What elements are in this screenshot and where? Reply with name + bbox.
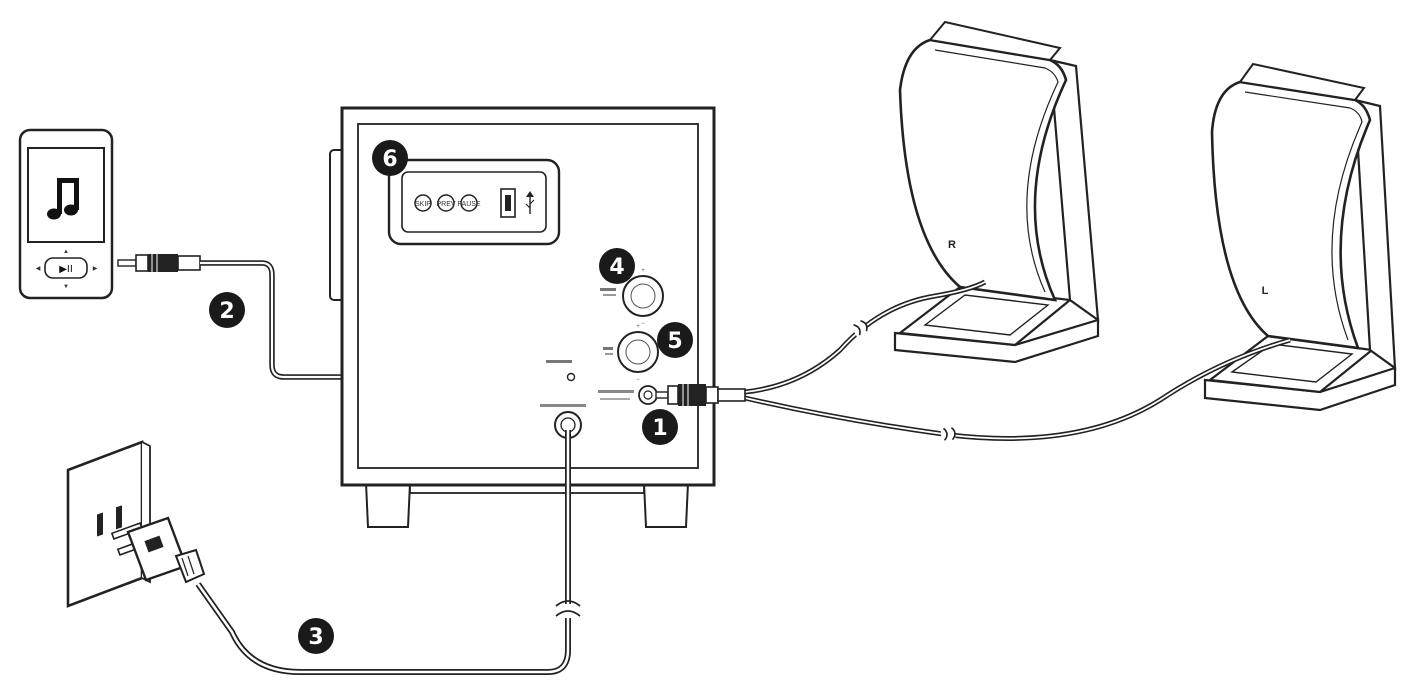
media-player: ▶II ▲ ▼ ◀ ▶: [18, 128, 114, 300]
play-pause-label: ▶II: [59, 264, 73, 275]
left-speaker-label: L: [1262, 285, 1269, 297]
player-nav-pad[interactable]: ▶II ▲ ▼ ◀ ▶: [36, 249, 98, 290]
control-panel: SKIP PREV PAUSE: [387, 158, 561, 246]
power-plug-icon: [110, 516, 206, 584]
svg-text:▶: ▶: [93, 266, 98, 272]
callout-3-number: 3: [308, 625, 323, 650]
callout-6-number: 6: [382, 147, 397, 172]
svg-text:▼: ▼: [63, 284, 69, 290]
svg-text:◀: ◀: [36, 266, 41, 272]
panel-button-1[interactable]: SKIP: [414, 194, 432, 212]
callout-2-number: 2: [219, 299, 234, 324]
svg-text:−: −: [641, 321, 645, 327]
aux-plug-player: [117, 254, 201, 272]
svg-text:+: +: [636, 324, 640, 330]
callout-5: 5: [657, 322, 693, 358]
callout-1: 1: [642, 409, 678, 445]
panel-button-2[interactable]: PREV: [436, 194, 456, 212]
power-cable-break: [555, 600, 581, 618]
callout-4: 4: [599, 248, 635, 284]
callout-2: 2: [209, 292, 245, 328]
aux-in-jack[interactable]: [546, 360, 576, 382]
callout-5-number: 5: [667, 329, 682, 354]
callout-4-number: 4: [609, 255, 624, 280]
usb-icon: [525, 191, 535, 214]
svg-text:+: +: [641, 268, 645, 274]
speaker-out-jack[interactable]: [598, 385, 658, 405]
panel-button-1-label: SKIP: [415, 201, 431, 208]
usb-port[interactable]: [500, 188, 516, 218]
callout-3: 3: [298, 618, 334, 654]
svg-text:▲: ▲: [63, 249, 69, 255]
right-speaker-label: R: [948, 239, 956, 251]
right-speaker: R: [893, 20, 1100, 364]
bass-knob[interactable]: + −: [603, 324, 659, 383]
panel-button-3-label: PAUSE: [457, 201, 481, 208]
speaker-plug: [655, 384, 746, 406]
svg-text:−: −: [636, 377, 640, 383]
panel-button-3[interactable]: PAUSE: [457, 194, 481, 212]
power-input-socket[interactable]: [540, 404, 586, 439]
callout-1-number: 1: [652, 416, 667, 441]
volume-knob[interactable]: + −: [600, 268, 664, 327]
callout-6: 6: [372, 140, 408, 176]
panel-button-2-label: PREV: [436, 201, 455, 208]
speaker-cables: [744, 279, 1291, 443]
left-speaker: L: [1203, 62, 1397, 412]
music-note-icon: [47, 178, 79, 220]
